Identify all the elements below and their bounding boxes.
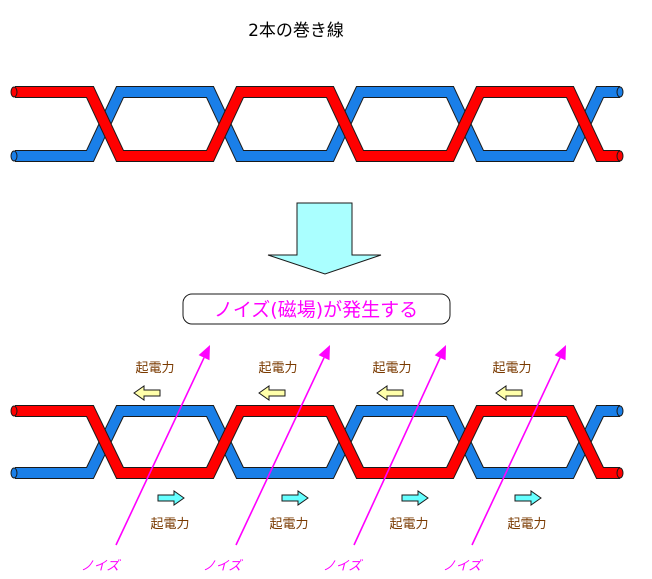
right-arrow-icon xyxy=(401,490,429,506)
noise-arrow-4 xyxy=(471,345,566,546)
diagonal-arrow-icon xyxy=(554,345,566,361)
noise-banner-text: ノイズ(磁場)が発生する xyxy=(214,299,418,321)
left-arrow-icon xyxy=(258,385,286,401)
noise-label-1: ノイズ xyxy=(81,558,122,574)
noise-label-4: ノイズ xyxy=(443,558,484,574)
noise-arrow-2 xyxy=(235,345,330,546)
left-arrow-icon xyxy=(495,385,523,401)
bottom-red-wire xyxy=(10,405,624,479)
twisted-pair-top xyxy=(10,86,624,162)
diagram-title: 2本の巻き線 xyxy=(248,21,344,41)
left-arrow-icon xyxy=(376,385,404,401)
emf-label-upper-3: 起電力 xyxy=(372,361,411,376)
emf-label-upper-1: 起電力 xyxy=(135,361,174,376)
diagonal-arrow-icon xyxy=(198,345,210,361)
emf-indicators: 起電力起電力起電力起電力起電力起電力起電力起電力 xyxy=(133,361,547,532)
noise-banner: ノイズ(磁場)が発生する xyxy=(182,293,451,325)
left-arrow-icon xyxy=(133,385,161,401)
noise-arrow-3 xyxy=(353,345,446,546)
diagonal-arrow-icon xyxy=(318,345,330,361)
emf-label-lower-2: 起電力 xyxy=(269,517,308,532)
emf-label-upper-4: 起電力 xyxy=(492,361,531,376)
twisted-pair-bottom xyxy=(10,405,624,479)
emf-label-lower-1: 起電力 xyxy=(150,517,189,532)
right-arrow-icon xyxy=(514,490,542,506)
noise-arrow-1 xyxy=(115,345,210,546)
noise-label-2: ノイズ xyxy=(203,558,244,574)
noise-label-3: ノイズ xyxy=(323,558,364,574)
emf-label-lower-3: 起電力 xyxy=(389,517,428,532)
top-red-wire xyxy=(10,86,624,162)
right-arrow-icon xyxy=(281,490,309,506)
down-arrow-icon xyxy=(267,202,382,275)
right-arrow-icon xyxy=(157,490,185,506)
emf-label-lower-4: 起電力 xyxy=(507,517,546,532)
noise-labels: ノイズ ノイズ ノイズ ノイズ xyxy=(81,558,484,574)
emf-label-upper-2: 起電力 xyxy=(258,361,297,376)
noise-arrows xyxy=(115,345,566,546)
diagonal-arrow-icon xyxy=(434,345,446,361)
